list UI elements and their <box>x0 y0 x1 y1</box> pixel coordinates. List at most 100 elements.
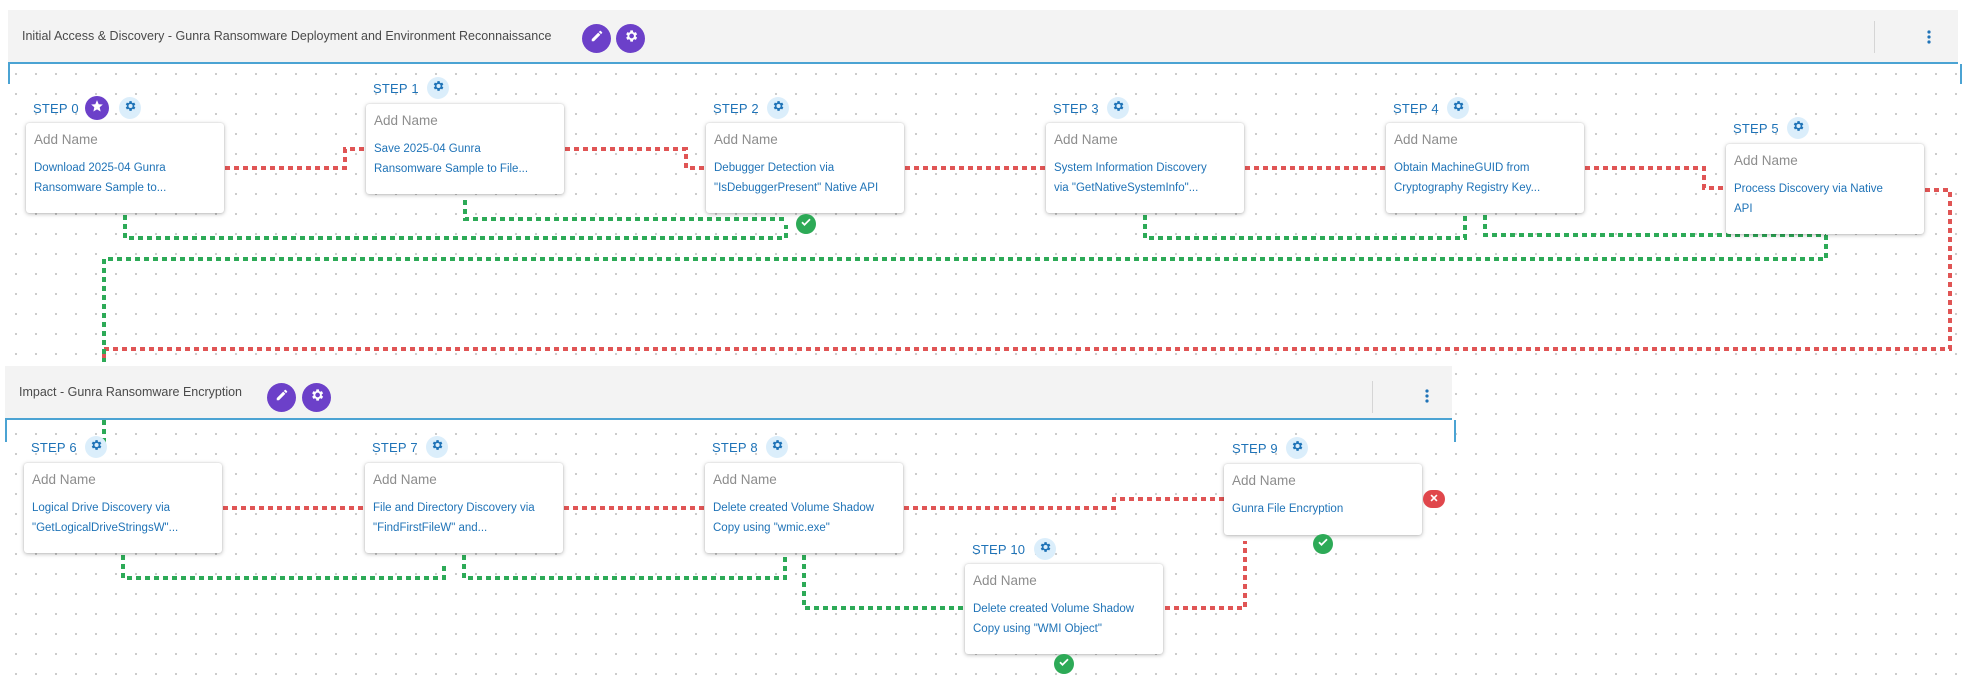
step-description-line: Logical Drive Discovery via <box>32 502 171 514</box>
step-settings-button[interactable] <box>1447 97 1469 119</box>
failure-badge <box>1423 490 1445 508</box>
step-description-line: via "GetNativeSystemInfo"... <box>1054 182 1199 194</box>
group-settings-button[interactable] <box>302 383 331 412</box>
green-connector-step4-step5 <box>1483 215 1826 237</box>
group-settings-button[interactable] <box>616 24 645 53</box>
step-description-line: Cryptography Registry Key... <box>1394 182 1541 194</box>
step-card-6[interactable]: Add Name Logical Drive Discovery via "Ge… <box>24 463 222 553</box>
step-description-line: Ransomware Sample to File... <box>374 163 529 175</box>
gear-icon <box>430 438 444 457</box>
step-name-field[interactable]: Add Name <box>34 132 98 147</box>
success-badge <box>1313 534 1333 554</box>
step-description: Debugger Detection via "IsDebuggerPresen… <box>714 158 900 198</box>
step-description: Download 2025-04 Gunra Ransomware Sample… <box>34 158 220 198</box>
step-card-1[interactable]: Add Name Save 2025-04 Gunra Ransomware S… <box>366 104 564 194</box>
step-name-field[interactable]: Add Name <box>714 132 778 147</box>
step-card-4[interactable]: Add Name Obtain MachineGUID from Cryptog… <box>1386 123 1584 213</box>
red-connector-step5-group2 <box>102 188 1952 362</box>
step-settings-button[interactable] <box>1286 437 1308 459</box>
green-connector-step3-step4 <box>1143 215 1467 240</box>
step-description: Save 2025-04 Gunra Ransomware Sample to … <box>374 139 560 179</box>
step-description-line: "FindFirstFileW" and... <box>373 522 488 534</box>
step-card-9[interactable]: Add Name Gunra File Encryption <box>1224 464 1422 535</box>
step-card-0[interactable]: Add Name Download 2025-04 Gunra Ransomwa… <box>26 123 224 213</box>
pencil-icon <box>275 388 289 407</box>
header-divider <box>1874 21 1875 53</box>
gear-icon <box>771 99 785 118</box>
checkmark-icon <box>800 215 812 233</box>
step-name-field[interactable]: Add Name <box>374 113 438 128</box>
step-settings-button[interactable] <box>767 97 789 119</box>
gear-icon <box>1791 119 1805 138</box>
group-title: Initial Access & Discovery - Gunra Ranso… <box>22 29 552 43</box>
step-settings-button[interactable] <box>85 436 107 458</box>
step-description: Gunra File Encryption <box>1232 499 1418 519</box>
step-settings-button[interactable] <box>1107 97 1129 119</box>
red-connector-step8-step9 <box>904 497 1224 510</box>
step-description-line: Debugger Detection via <box>714 162 835 174</box>
step-description-line: Copy using "wmic.exe" <box>713 522 830 534</box>
checkmark-icon <box>1317 535 1329 553</box>
step-settings-button[interactable] <box>1787 117 1809 139</box>
step-description: Delete created Volume Shadow Copy using … <box>973 599 1159 639</box>
gear-icon <box>123 99 137 118</box>
step-label: STEP 7 <box>372 440 418 455</box>
step-description: Obtain MachineGUID from Cryptography Reg… <box>1394 158 1580 198</box>
step-description-line: Download 2025-04 Gunra <box>34 162 166 174</box>
step-label: STEP 0 <box>33 101 79 116</box>
red-connector-step1-step2 <box>565 147 706 170</box>
step-settings-button[interactable] <box>426 436 448 458</box>
green-connector-step8-step10 <box>802 555 965 610</box>
step-settings-button[interactable] <box>1034 538 1056 560</box>
gear-icon <box>1451 99 1465 118</box>
edit-group-button[interactable] <box>582 24 611 53</box>
step-description-line: Copy using "WMI Object" <box>973 623 1102 635</box>
gear-icon <box>431 79 445 98</box>
step-description: Delete created Volume Shadow Copy using … <box>713 498 899 538</box>
step-label: STEP 1 <box>373 81 419 96</box>
step-card-3[interactable]: Add Name System Information Discovery vi… <box>1046 123 1244 213</box>
gear-icon <box>1111 99 1125 118</box>
red-connector-step4-step5 <box>1585 166 1725 190</box>
step-label: STEP 5 <box>1733 121 1779 136</box>
step-card-5[interactable]: Add Name Process Discovery via Native AP… <box>1726 144 1924 234</box>
step-name-field[interactable]: Add Name <box>973 573 1037 588</box>
step-description-line: Save 2025-04 Gunra <box>374 143 481 155</box>
step-card-10[interactable]: Add Name Delete created Volume Shadow Co… <box>965 564 1163 654</box>
group-menu-button[interactable] <box>1921 27 1937 51</box>
red-connector-step10-step9 <box>1165 541 1247 610</box>
group-bracket-initial-access <box>8 64 1962 84</box>
step-description-line: Delete created Volume Shadow <box>713 502 875 514</box>
step-settings-button[interactable] <box>766 436 788 458</box>
step-card-2[interactable]: Add Name Debugger Detection via "IsDebug… <box>706 123 904 213</box>
step-name-field[interactable]: Add Name <box>32 472 96 487</box>
step-settings-button[interactable] <box>119 97 141 119</box>
step-description: Process Discovery via Native API <box>1734 179 1920 219</box>
step-description: File and Directory Discovery via "FindFi… <box>373 498 559 538</box>
kebab-menu-icon <box>1927 29 1931 49</box>
green-connector-group1-group2 <box>102 235 1828 362</box>
step-card-7[interactable]: Add Name File and Directory Discovery vi… <box>365 463 563 553</box>
step-label: STEP 4 <box>1393 101 1439 116</box>
step-name-field[interactable]: Add Name <box>713 472 777 487</box>
group-title: Impact - Gunra Ransomware Encryption <box>19 385 243 399</box>
step-settings-button[interactable] <box>427 77 449 99</box>
green-connector-step7-step8 <box>462 555 787 580</box>
step-name-field[interactable]: Add Name <box>1394 132 1458 147</box>
step-name-field[interactable]: Add Name <box>1734 153 1798 168</box>
group-menu-button[interactable] <box>1419 386 1435 410</box>
step-description-line: Process Discovery via Native <box>1734 183 1883 195</box>
gear-icon <box>1290 439 1304 458</box>
step-label: STEP 2 <box>713 101 759 116</box>
star-icon <box>90 99 104 118</box>
step-name-field[interactable]: Add Name <box>1054 132 1118 147</box>
step-description-line: Ransomware Sample to... <box>34 182 167 194</box>
checkmark-icon <box>1058 655 1070 673</box>
cog-settings-icon <box>623 28 639 49</box>
step-card-8[interactable]: Add Name Delete created Volume Shadow Co… <box>705 463 903 553</box>
green-connector-step1-step2 <box>463 200 786 221</box>
step-name-field[interactable]: Add Name <box>1232 473 1296 488</box>
edit-group-button[interactable] <box>267 383 296 412</box>
step-name-field[interactable]: Add Name <box>373 472 437 487</box>
step-description-line: API <box>1734 203 1753 215</box>
